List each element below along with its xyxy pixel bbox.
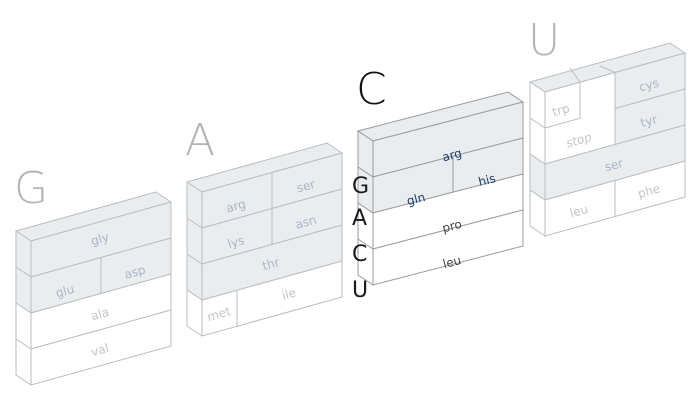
label-ala: ala (89, 305, 110, 323)
label-gly: gly (89, 230, 110, 248)
block-a-letter: A (185, 115, 215, 166)
block-g: G gly glu asp ala val (14, 163, 173, 386)
label-trp: trp (551, 101, 571, 119)
block-a: A arg ser lys asn thr met ile (185, 115, 344, 337)
side-letter-c: C (352, 242, 367, 267)
label-ser-u: ser (603, 156, 625, 174)
label-ile: ile (280, 286, 297, 303)
block-a-side-shaded (186, 181, 203, 301)
label-leu-c: leu (441, 253, 462, 271)
cell-val (30, 309, 172, 386)
label-stop: stop (565, 130, 594, 151)
label-arg-c: arg (441, 146, 464, 165)
label-cys: cys (637, 76, 660, 95)
label-phe: phe (636, 181, 662, 201)
block-c-letter: C (356, 64, 387, 115)
cell-leu-c (372, 209, 524, 286)
side-letter-a: A (352, 206, 367, 231)
label-asp: asp (123, 263, 147, 282)
cell-phe (614, 160, 686, 218)
label-pro: pro (441, 217, 464, 235)
label-arg-a: arg (225, 197, 248, 216)
label-asn: asn (294, 213, 318, 232)
label-lys: lys (226, 233, 246, 251)
cell-trp (544, 81, 581, 129)
label-leu-u: leu (568, 202, 589, 220)
label-met: met (206, 304, 233, 324)
side-letter-g: G (352, 174, 369, 199)
block-g-letter: G (14, 163, 48, 214)
label-gln: gln (405, 190, 426, 208)
cell-ile (236, 260, 343, 327)
label-val: val (89, 341, 110, 359)
block-u: U trp stop cys tyr ser leu phe (528, 15, 687, 237)
label-ser-a: ser (295, 177, 317, 195)
label-tyr: tyr (639, 112, 659, 130)
label-thr: thr (261, 255, 281, 273)
side-letter-u: U (352, 278, 368, 303)
block-u-letter: U (528, 15, 560, 66)
label-his: his (477, 171, 497, 189)
label-glu: glu (54, 282, 76, 300)
block-c: C arg gln his pro leu G A C U (352, 64, 525, 303)
